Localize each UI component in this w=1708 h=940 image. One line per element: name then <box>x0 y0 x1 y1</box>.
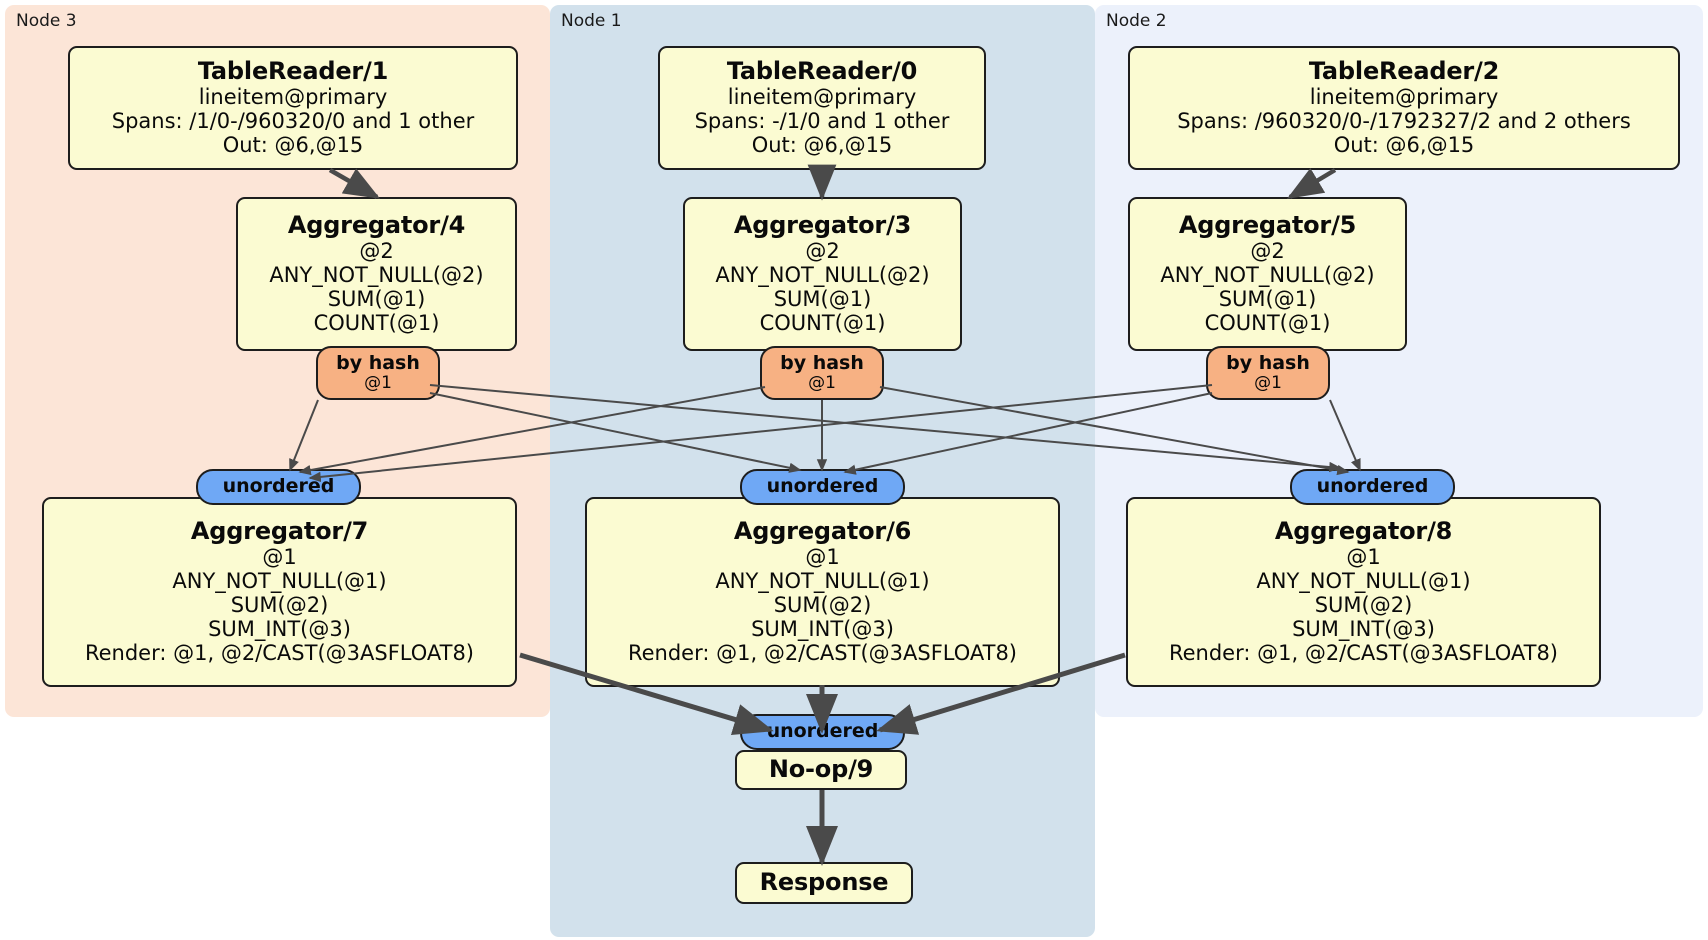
processor-line: Render: @1, @2/CAST(@3ASFLOAT8) <box>1168 640 1559 665</box>
router-title: by hash <box>1226 351 1310 374</box>
router-subtitle: @1 <box>364 373 392 394</box>
processor-aggregator-3[interactable]: Aggregator/3 @2 ANY_NOT_NULL(@2) SUM(@1)… <box>683 197 962 351</box>
processor-line: SUM(@1) <box>327 286 426 311</box>
router-title: by hash <box>780 351 864 374</box>
router-by-hash-center[interactable]: by hash @1 <box>760 346 884 400</box>
router-title: unordered <box>766 475 879 498</box>
processor-aggregator-6[interactable]: Aggregator/6 @1 ANY_NOT_NULL(@1) SUM(@2)… <box>585 497 1060 687</box>
processor-title: Aggregator/8 <box>1274 517 1453 546</box>
router-title: unordered <box>222 475 335 498</box>
processor-line: lineitem@primary <box>1309 84 1499 109</box>
processor-line: Spans: /1/0-/960320/0 and 1 other <box>111 108 475 133</box>
processor-line: ANY_NOT_NULL(@1) <box>172 568 387 593</box>
processor-line: ANY_NOT_NULL(@2) <box>715 262 930 287</box>
processor-title: TableReader/1 <box>197 57 389 86</box>
processor-title: Aggregator/3 <box>733 211 912 240</box>
processor-aggregator-4[interactable]: Aggregator/4 @2 ANY_NOT_NULL(@2) SUM(@1)… <box>236 197 517 351</box>
processor-line: ANY_NOT_NULL(@2) <box>269 262 484 287</box>
processor-line: Spans: /960320/0-/1792327/2 and 2 others <box>1177 108 1631 133</box>
processor-line: SUM(@2) <box>773 592 872 617</box>
router-unordered-left[interactable]: unordered <box>196 469 361 505</box>
router-unordered-center[interactable]: unordered <box>740 469 905 505</box>
processor-tablereader-1[interactable]: TableReader/1 lineitem@primary Spans: /1… <box>68 46 518 170</box>
processor-line: Spans: -/1/0 and 1 other <box>694 108 950 133</box>
processor-line: @2 <box>1250 238 1285 263</box>
processor-line: Out: @6,@15 <box>751 132 893 157</box>
processor-line: @1 <box>805 544 840 569</box>
processor-title: Aggregator/6 <box>733 517 912 546</box>
processor-title: No-op/9 <box>768 755 874 784</box>
processor-line: ANY_NOT_NULL(@1) <box>1256 568 1471 593</box>
processor-line: lineitem@primary <box>727 84 917 109</box>
processor-line: Render: @1, @2/CAST(@3ASFLOAT8) <box>627 640 1018 665</box>
processor-aggregator-8[interactable]: Aggregator/8 @1 ANY_NOT_NULL(@1) SUM(@2)… <box>1126 497 1601 687</box>
router-unordered-right[interactable]: unordered <box>1290 469 1455 505</box>
router-subtitle: @1 <box>808 373 836 394</box>
node-panel-label: Node 1 <box>561 11 622 31</box>
router-by-hash-right[interactable]: by hash @1 <box>1206 346 1330 400</box>
processor-title: TableReader/0 <box>726 57 918 86</box>
processor-line: SUM(@1) <box>773 286 872 311</box>
processor-line: Out: @6,@15 <box>1333 132 1475 157</box>
processor-line: COUNT(@1) <box>313 310 440 335</box>
processor-line: Render: @1, @2/CAST(@3ASFLOAT8) <box>84 640 475 665</box>
processor-line: @2 <box>359 238 394 263</box>
node-panel-label: Node 2 <box>1106 11 1167 31</box>
processor-title: Response <box>759 868 889 897</box>
processor-title: Aggregator/7 <box>190 517 369 546</box>
processor-line: SUM_INT(@3) <box>1292 616 1435 641</box>
router-unordered-final[interactable]: unordered <box>740 714 905 750</box>
router-by-hash-left[interactable]: by hash @1 <box>316 346 440 400</box>
processor-response[interactable]: Response <box>735 862 913 904</box>
processor-line: SUM_INT(@3) <box>208 616 351 641</box>
router-subtitle: @1 <box>1254 373 1282 394</box>
processor-aggregator-5[interactable]: Aggregator/5 @2 ANY_NOT_NULL(@2) SUM(@1)… <box>1128 197 1407 351</box>
processor-tablereader-2[interactable]: TableReader/2 lineitem@primary Spans: /9… <box>1128 46 1680 170</box>
processor-line: @1 <box>262 544 297 569</box>
processor-line: SUM_INT(@3) <box>751 616 894 641</box>
processor-line: COUNT(@1) <box>759 310 886 335</box>
processor-title: TableReader/2 <box>1308 57 1500 86</box>
processor-tablereader-0[interactable]: TableReader/0 lineitem@primary Spans: -/… <box>658 46 986 170</box>
processor-line: @2 <box>805 238 840 263</box>
processor-line: lineitem@primary <box>198 84 388 109</box>
processor-line: ANY_NOT_NULL(@1) <box>715 568 930 593</box>
router-title: by hash <box>336 351 420 374</box>
processor-aggregator-7[interactable]: Aggregator/7 @1 ANY_NOT_NULL(@1) SUM(@2)… <box>42 497 517 687</box>
router-title: unordered <box>1316 475 1429 498</box>
processor-line: ANY_NOT_NULL(@2) <box>1160 262 1375 287</box>
processor-title: Aggregator/4 <box>287 211 466 240</box>
processor-line: SUM(@2) <box>230 592 329 617</box>
processor-line: Out: @6,@15 <box>222 132 364 157</box>
processor-line: @1 <box>1346 544 1381 569</box>
node-panel-label: Node 3 <box>16 11 77 31</box>
processor-line: COUNT(@1) <box>1204 310 1331 335</box>
processor-line: SUM(@2) <box>1314 592 1413 617</box>
processor-noop-9[interactable]: No-op/9 <box>735 750 907 790</box>
processor-line: SUM(@1) <box>1218 286 1317 311</box>
router-title: unordered <box>766 720 879 743</box>
processor-title: Aggregator/5 <box>1178 211 1357 240</box>
